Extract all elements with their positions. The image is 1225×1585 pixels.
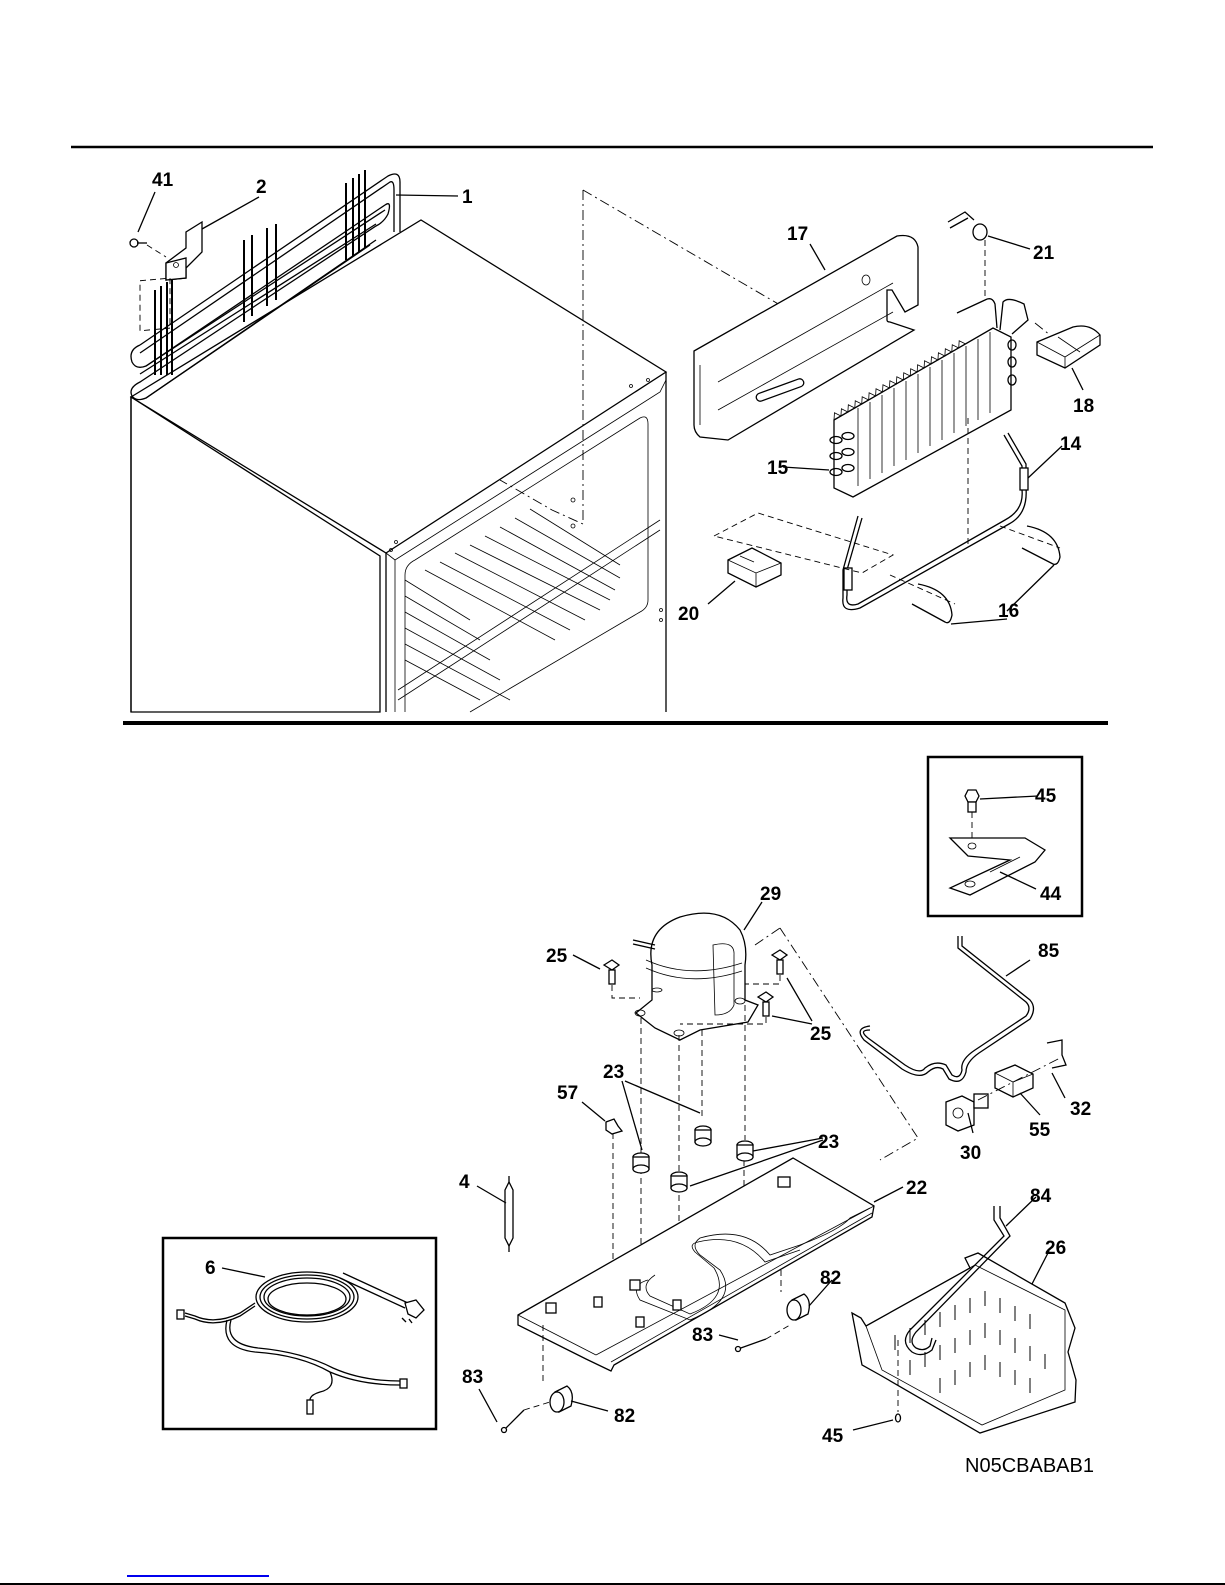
base-plate — [517, 1157, 875, 1372]
screw-45-pan — [894, 1340, 902, 1423]
callout-15: 15 — [767, 458, 789, 479]
condenser-coil — [130, 170, 401, 401]
grommet-23 — [632, 1125, 754, 1193]
clip-32 — [1046, 1039, 1067, 1069]
callout-44: 44 — [1040, 884, 1062, 905]
callout-23-upper: 23 — [603, 1062, 624, 1083]
callout-1: 1 — [462, 187, 473, 208]
callout-45-inset: 45 — [1035, 786, 1057, 807]
pad-18 — [1036, 325, 1101, 369]
callout-26: 26 — [1045, 1238, 1066, 1259]
cabinet — [129, 219, 668, 713]
inset-box-bracket — [926, 755, 1084, 918]
callout-23-lower: 23 — [818, 1132, 839, 1153]
callout-2: 2 — [256, 177, 267, 198]
callout-41: 41 — [152, 170, 174, 191]
callout-83-right: 83 — [692, 1325, 713, 1346]
screw-41 — [129, 238, 167, 258]
callout-82-lower: 82 — [614, 1406, 635, 1427]
callout-16: 16 — [998, 601, 1019, 622]
compressor — [632, 912, 759, 1041]
stud-25 — [602, 949, 789, 1025]
callout-84: 84 — [1030, 1186, 1052, 1207]
callout-22: 22 — [906, 1178, 927, 1199]
overload-protector-55 — [994, 1064, 1034, 1098]
relay-guide — [977, 1057, 1061, 1101]
evaporator — [829, 240, 1051, 548]
callout-6: 6 — [205, 1258, 216, 1279]
drawing-code: N05CBABAB1 — [965, 1455, 1094, 1477]
clip-57 — [605, 1118, 624, 1135]
callout-45-pan: 45 — [822, 1426, 844, 1447]
callout-57: 57 — [557, 1083, 578, 1104]
callout-4: 4 — [459, 1172, 470, 1193]
evaporator-cover — [693, 234, 919, 441]
pad-20 — [713, 512, 895, 588]
relay-30 — [945, 1093, 989, 1132]
leader-lines — [137, 191, 1084, 1431]
roller-82 — [549, 1293, 810, 1413]
callout-85: 85 — [1038, 941, 1060, 962]
pin-83 — [500, 1270, 791, 1434]
drain-tube-84 — [904, 1206, 1011, 1356]
heat-exchanger-tube — [842, 432, 1029, 611]
callout-21: 21 — [1033, 243, 1055, 264]
drain-pan — [851, 1252, 1077, 1434]
callout-25-right: 25 — [810, 1024, 832, 1045]
cap — [947, 211, 988, 241]
callout-32: 32 — [1070, 1099, 1091, 1120]
condenser-bracket — [139, 220, 203, 332]
tube-85 — [859, 936, 1035, 1082]
callout-14: 14 — [1060, 434, 1082, 455]
callout-29: 29 — [760, 884, 781, 905]
callout-25-left: 25 — [546, 946, 568, 967]
inset-box-power-cord — [161, 1236, 438, 1431]
callout-55: 55 — [1029, 1120, 1051, 1141]
callout-83-left: 83 — [462, 1367, 483, 1388]
callout-20: 20 — [678, 604, 699, 625]
assembly-guide — [499, 190, 584, 525]
callout-17: 17 — [787, 224, 808, 245]
callout-30: 30 — [960, 1143, 981, 1164]
link-underline[interactable] — [127, 1575, 269, 1577]
clip-16 — [889, 525, 1061, 624]
drier — [504, 1176, 514, 1252]
callout-82-upper: 82 — [820, 1268, 841, 1289]
callout-18: 18 — [1073, 396, 1094, 417]
